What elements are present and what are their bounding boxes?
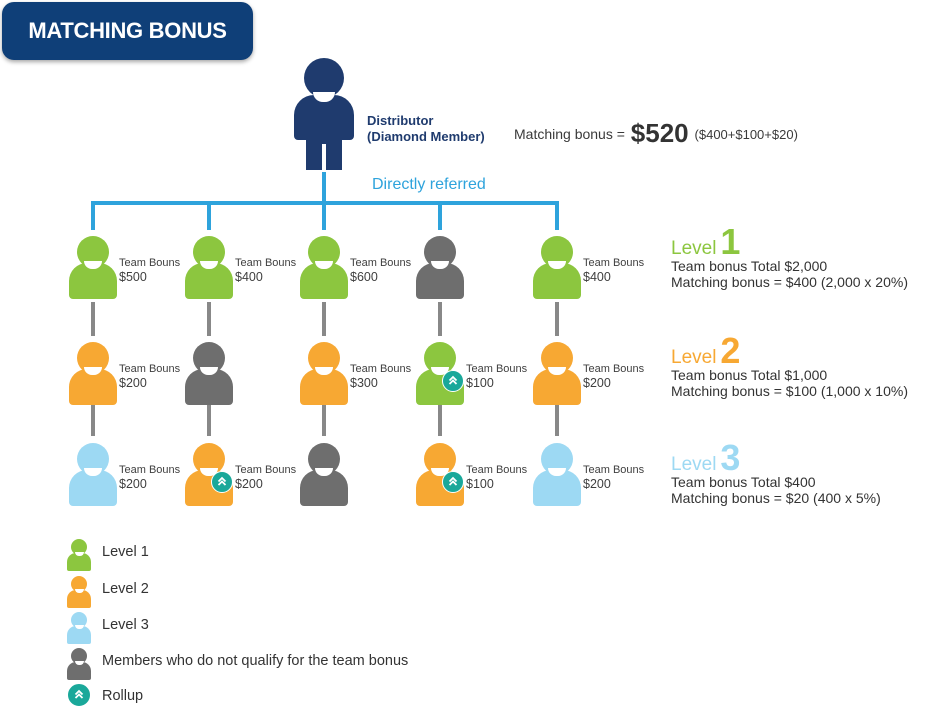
member-l3-c5-person-icon xyxy=(533,443,581,507)
member-l2-c4-rollup-icon xyxy=(442,370,464,392)
team-bonus-label: Team Bouns xyxy=(583,464,645,476)
team-bonus-value: $100 xyxy=(466,477,494,491)
blue-connectors xyxy=(91,172,559,230)
legend-rollup-icon xyxy=(67,683,91,707)
member-l3-c2-team-bonus: Team Bouns$200 xyxy=(235,464,296,491)
level-team-bonus-total: Team bonus Total $1,000 xyxy=(671,367,828,383)
total-matching-bonus: Matching bonus = $520 ($400+$100+$20) xyxy=(514,118,798,149)
legend-label: Level 1 xyxy=(102,544,149,560)
team-bonus-value: $200 xyxy=(583,376,611,390)
member-l3-c4-rollup-icon xyxy=(442,471,464,493)
level-matching-bonus: Matching bonus = $20 (400 x 5%) xyxy=(671,490,881,506)
member-l2-c1-team-bonus: Team Bouns$200 xyxy=(119,363,180,390)
level-number: 3 xyxy=(720,437,741,478)
distributor-title: Distributor xyxy=(367,113,434,128)
member-l2-c5-team-bonus: Team Bouns$200 xyxy=(583,363,644,390)
member-l3-c1-person-icon xyxy=(69,443,117,507)
level-heading: Level xyxy=(671,238,717,259)
level-number: 1 xyxy=(720,221,741,262)
member-l3-c3-person-icon xyxy=(300,443,348,507)
member-l2-c1-person-icon xyxy=(69,342,117,406)
member-l3-c4-team-bonus: Team Bouns$100 xyxy=(466,464,527,491)
distributor-person-icon xyxy=(294,58,354,170)
member-l2-c3-person-icon xyxy=(300,342,348,406)
team-bonus-label: Team Bouns xyxy=(583,257,645,269)
level-team-bonus-total: Team bonus Total $400 xyxy=(671,474,816,490)
member-l1-c1-team-bonus: Team Bouns$500 xyxy=(119,257,180,284)
level-heading: Level xyxy=(671,347,717,368)
team-bonus-value: $300 xyxy=(350,376,378,390)
member-l2-c4-team-bonus: Team Bouns$100 xyxy=(466,363,527,390)
matching-breakdown: ($400+$100+$20) xyxy=(694,127,798,142)
member-l1-c2-team-bonus: Team Bouns$400 xyxy=(235,257,296,284)
legend-label: Level 2 xyxy=(102,581,149,597)
team-bonus-value: $200 xyxy=(235,477,263,491)
team-bonus-label: Team Bouns xyxy=(466,363,528,375)
member-l1-c3-person-icon xyxy=(300,236,348,300)
legend-person-icon xyxy=(67,576,91,608)
team-bonus-label: Team Bouns xyxy=(119,257,181,269)
team-bonus-label: Team Bouns xyxy=(350,257,412,269)
legend-person-icon xyxy=(67,648,91,680)
level-team-bonus-total: Team bonus Total $2,000 xyxy=(671,258,828,274)
level-matching-bonus: Matching bonus = $400 (2,000 x 20%) xyxy=(671,274,908,290)
team-bonus-label: Team Bouns xyxy=(119,464,181,476)
team-bonus-value: $400 xyxy=(583,270,611,284)
legend-person-icon xyxy=(67,539,91,571)
team-bonus-value: $100 xyxy=(466,376,494,390)
level-matching-bonus: Matching bonus = $100 (1,000 x 10%) xyxy=(671,383,908,399)
team-bonus-label: Team Bouns xyxy=(466,464,528,476)
member-l2-c3-team-bonus: Team Bouns$300 xyxy=(350,363,411,390)
directly-referred-label: Directly referred xyxy=(372,176,486,193)
team-bonus-label: Team Bouns xyxy=(583,363,645,375)
team-bonus-value: $200 xyxy=(119,376,147,390)
team-bonus-label: Team Bouns xyxy=(350,363,412,375)
team-bonus-label: Team Bouns xyxy=(119,363,181,375)
member-l1-c4-person-icon xyxy=(416,236,464,300)
member-l1-c5-team-bonus: Team Bouns$400 xyxy=(583,257,644,284)
team-bonus-value: $200 xyxy=(119,477,147,491)
member-l2-c2-person-icon xyxy=(185,342,233,406)
member-l1-c2-person-icon xyxy=(185,236,233,300)
member-l1-c5-person-icon xyxy=(533,236,581,300)
team-bonus-value: $400 xyxy=(235,270,263,284)
member-l1-c3-team-bonus: Team Bouns$600 xyxy=(350,257,411,284)
team-bonus-value: $600 xyxy=(350,270,378,284)
matching-prefix: Matching bonus = xyxy=(514,126,625,142)
level-heading: Level xyxy=(671,454,717,475)
legend-person-icon xyxy=(67,612,91,644)
team-bonus-label: Team Bouns xyxy=(235,464,297,476)
member-l3-c5-team-bonus: Team Bouns$200 xyxy=(583,464,644,491)
team-bonus-value: $500 xyxy=(119,270,147,284)
distributor-rank: (Diamond Member) xyxy=(367,129,485,144)
level-number: 2 xyxy=(720,330,741,371)
legend-label: Members who do not qualify for the team … xyxy=(102,653,409,669)
legend-label: Level 3 xyxy=(102,617,149,633)
page-title: MATCHING BONUS xyxy=(2,2,253,60)
member-l3-c2-rollup-icon xyxy=(211,471,233,493)
member-l3-c1-team-bonus: Team Bouns$200 xyxy=(119,464,180,491)
distributor-label: Distributor (Diamond Member) xyxy=(367,113,485,145)
team-bonus-label: Team Bouns xyxy=(235,257,297,269)
team-bonus-value: $200 xyxy=(583,477,611,491)
matching-amount: $520 xyxy=(630,118,689,148)
member-l1-c1-person-icon xyxy=(69,236,117,300)
legend-label: Rollup xyxy=(102,688,144,704)
gray-connectors xyxy=(91,302,559,436)
member-l2-c5-person-icon xyxy=(533,342,581,406)
